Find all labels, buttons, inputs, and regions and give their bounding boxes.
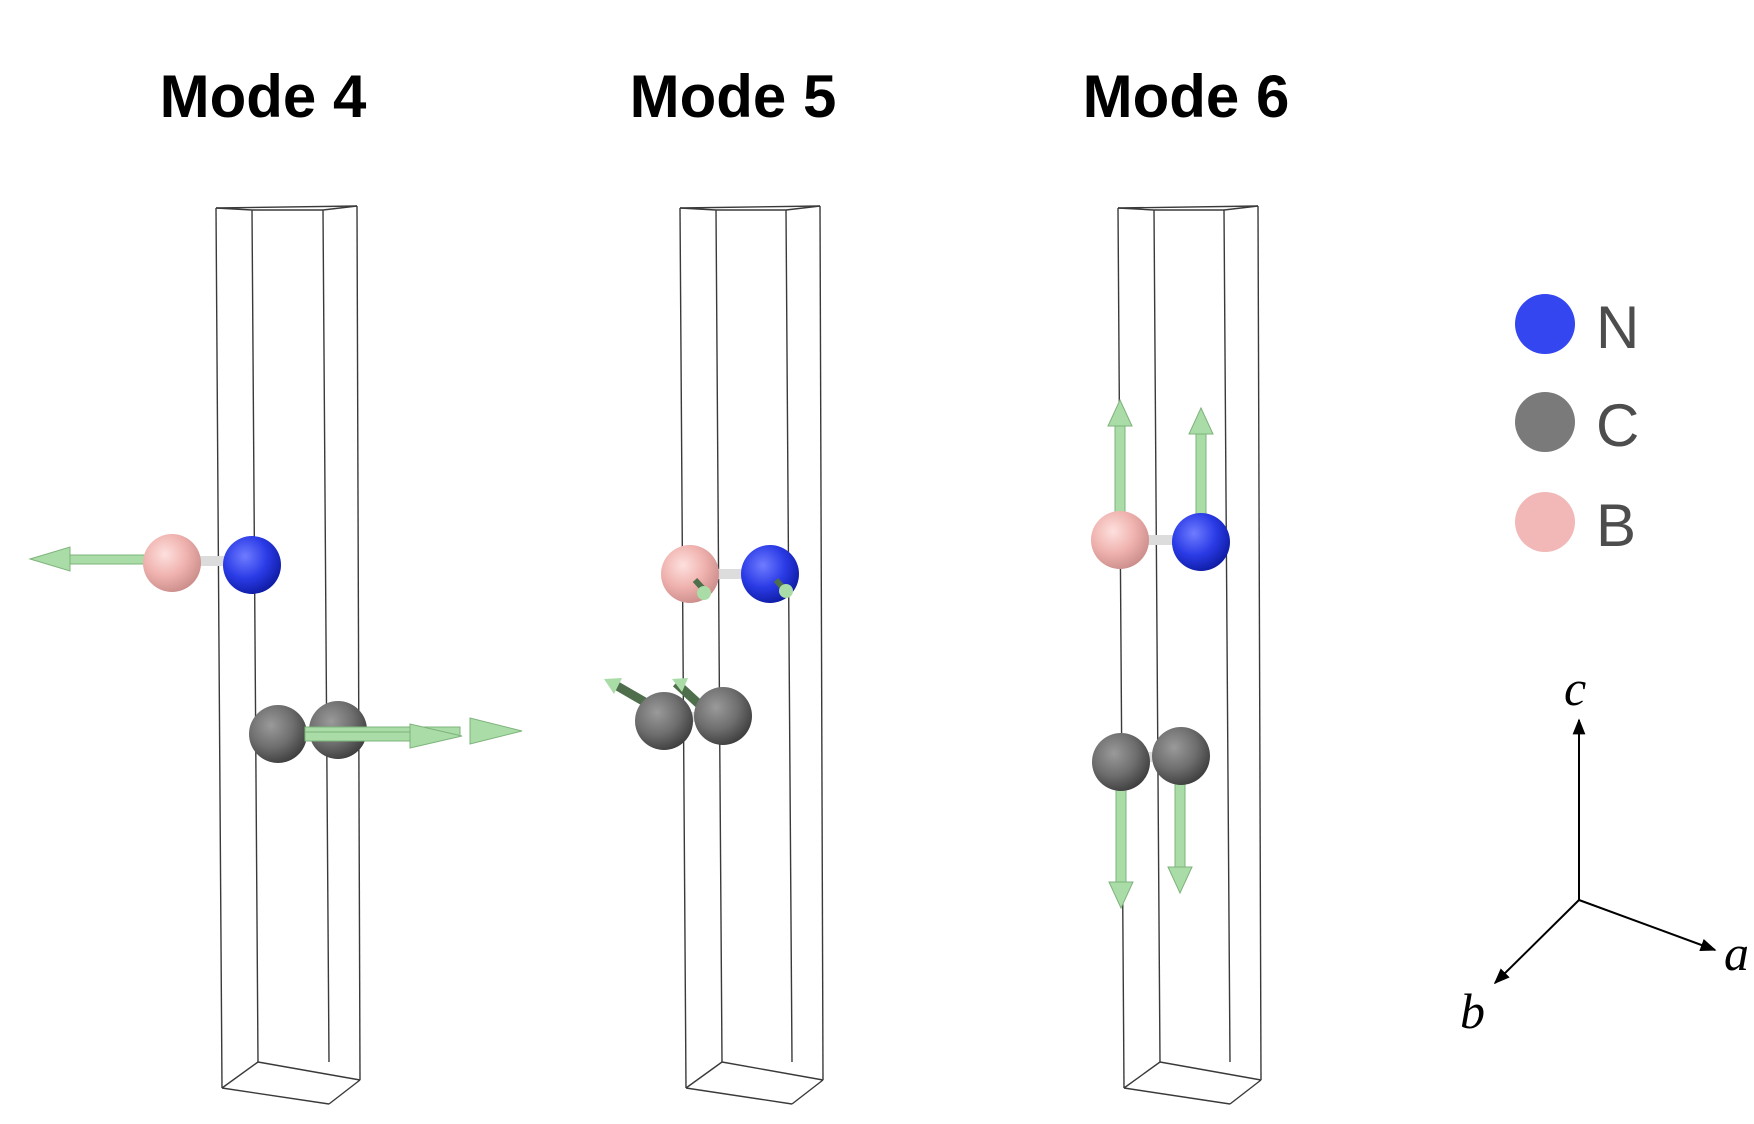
b-axis-label: b	[1460, 983, 1485, 1039]
displacement-arrow	[1167, 769, 1193, 895]
carbon-atom	[694, 687, 752, 745]
a-axis-label: a	[1724, 925, 1749, 981]
mode-4-title: Mode 4	[160, 63, 367, 130]
displacement-arrow	[773, 577, 793, 598]
crystal-axes: c a b	[1460, 660, 1749, 1039]
mode-6-panel	[1091, 205, 1262, 1105]
bond	[690, 569, 770, 579]
carbon-atom	[1152, 727, 1210, 785]
legend-item-c: C	[1515, 392, 1639, 459]
legend: N C B	[1515, 294, 1639, 559]
carbon-atom	[1092, 733, 1150, 791]
legend-label: B	[1596, 492, 1636, 559]
legend-item-n: N	[1515, 294, 1639, 361]
a-axis-line	[1578, 899, 1717, 952]
unit-cell-box	[1117, 205, 1262, 1105]
displacement-arrow	[692, 577, 711, 600]
nitrogen-atom	[1172, 513, 1230, 571]
b-axis-line	[1493, 899, 1580, 985]
legend-swatch	[1515, 492, 1575, 552]
mode-5-panel	[604, 205, 824, 1105]
boron-atom	[143, 534, 201, 592]
displacement-arrow	[1107, 398, 1133, 541]
carbon-atom	[635, 692, 693, 750]
bond	[664, 712, 724, 722]
legend-label: N	[1596, 294, 1639, 361]
displacement-arrow	[304, 717, 523, 749]
mode-6-title: Mode 6	[1083, 63, 1290, 130]
displacement-arrow	[1108, 779, 1134, 910]
mode-5-title: Mode 5	[630, 63, 837, 130]
unit-cell-box	[679, 205, 824, 1105]
legend-swatch	[1515, 392, 1575, 452]
c-axis-label: c	[1564, 660, 1586, 716]
legend-item-b: B	[1515, 492, 1636, 559]
bond	[1121, 752, 1181, 762]
nitrogen-atom	[223, 536, 281, 594]
legend-swatch	[1515, 294, 1575, 354]
mode-4-panel	[28, 205, 523, 1105]
bond	[1120, 535, 1200, 545]
legend-label: C	[1596, 392, 1639, 459]
displacement-arrow	[672, 678, 704, 709]
boron-atom	[1091, 511, 1149, 569]
unit-cell-box	[215, 205, 361, 1105]
bond	[172, 556, 252, 566]
carbon-atom	[249, 705, 307, 763]
